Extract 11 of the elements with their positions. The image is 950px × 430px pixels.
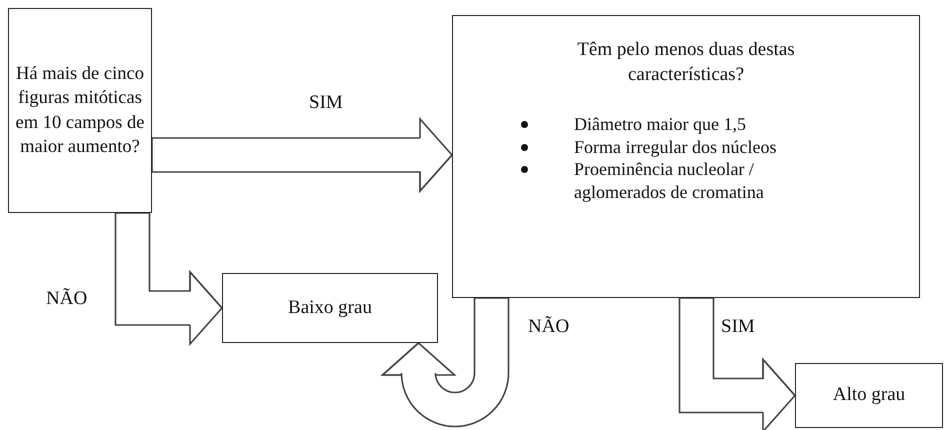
process-box (222, 273, 438, 343)
question-box (452, 15, 920, 298)
process-box (795, 363, 943, 428)
criterion-text: Proeminência nucleolar / aglomerados de cromatina (574, 158, 765, 204)
criterion-text: Forma irregular dos núcleos (574, 136, 776, 158)
criterion-text: Diâmetro maior que 1,5 (574, 113, 746, 136)
question-text: Têm pelo menos duas destas características? (576, 38, 796, 87)
process-box (8, 8, 152, 213)
box-text: Baixo grau (288, 296, 372, 320)
box-text: Há mais de cinco figuras mitóticas em 10 campos de maior aumento? (15, 63, 145, 159)
box-text: Alto grau (832, 383, 906, 408)
